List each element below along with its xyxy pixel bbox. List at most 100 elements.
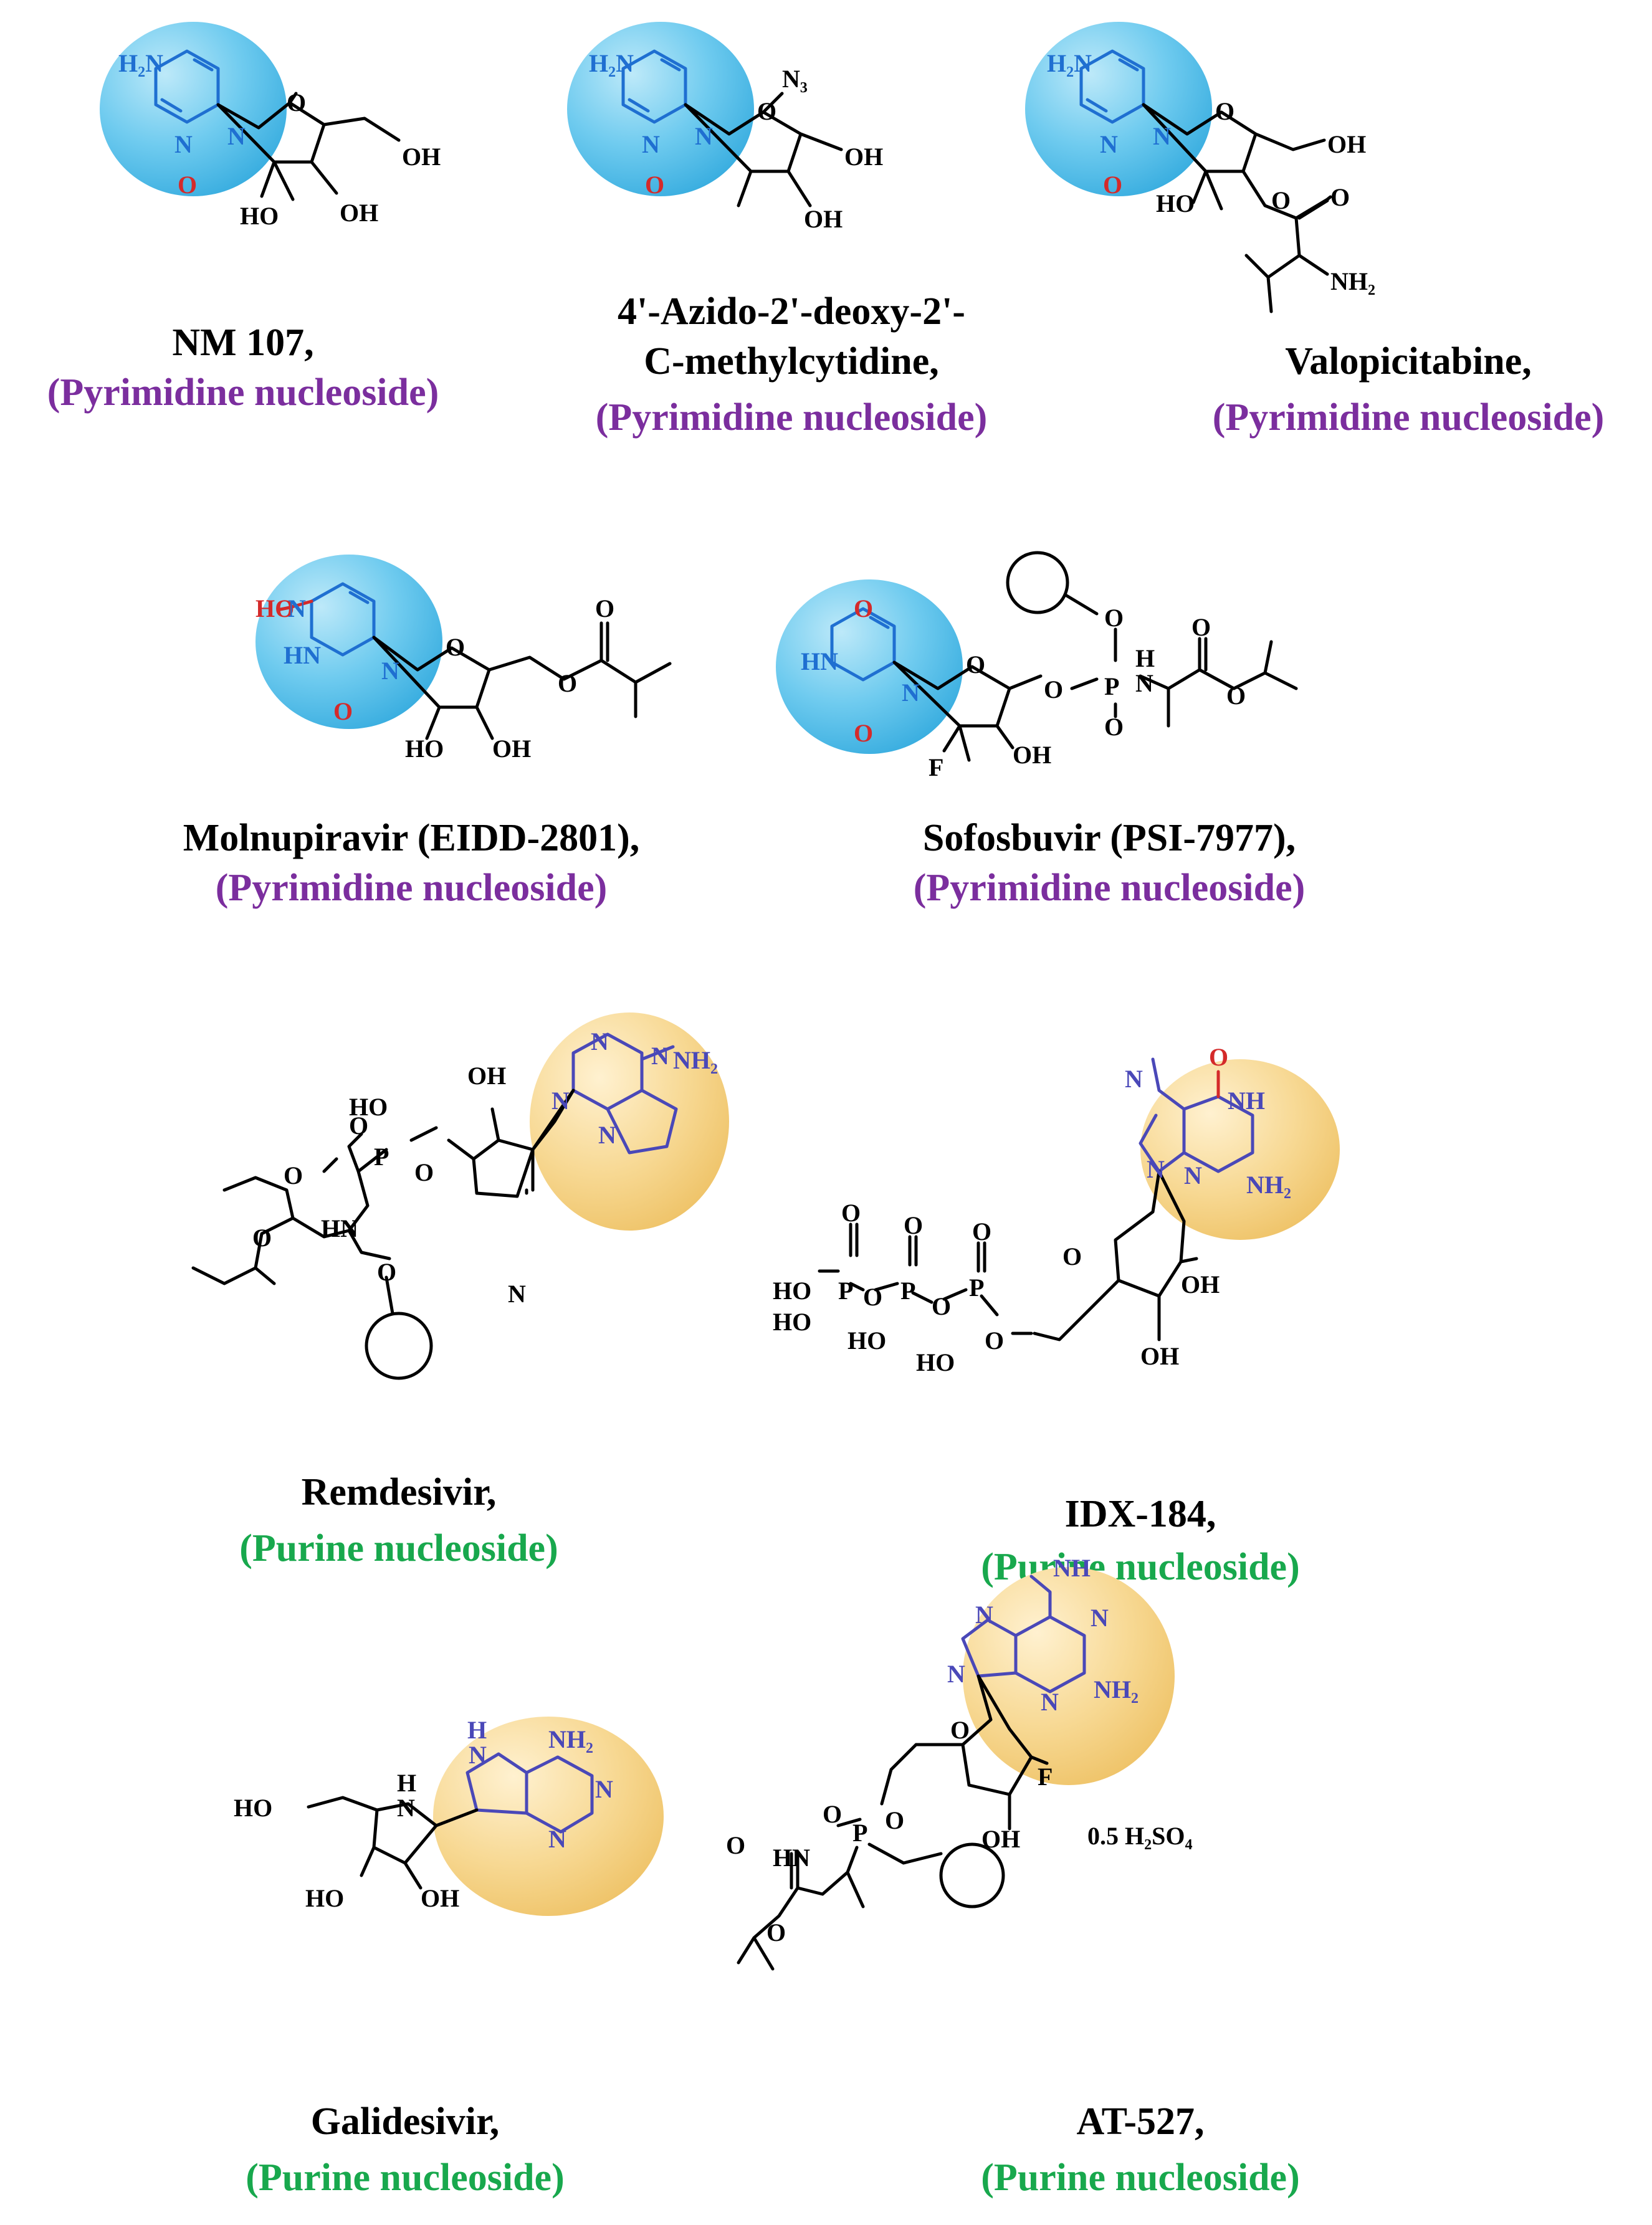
carbonyl-o-label: O — [726, 1831, 745, 1859]
compound-class-label: (Pyrimidine nucleoside) — [1213, 396, 1605, 439]
n-label: N — [1153, 122, 1171, 150]
hn-label: HN — [284, 641, 321, 669]
compound-valopicitabine: H₂N N N O O OH HO O O NH₂ Valopicitabine… — [1025, 22, 1604, 439]
oh-label: OH — [1181, 1270, 1220, 1298]
n-label: N — [695, 122, 713, 150]
ester-o-label: O — [558, 669, 577, 697]
purine-highlight — [433, 1717, 664, 1916]
compound-name: Galidesivir, — [311, 2100, 500, 2143]
oxo-label: O — [333, 697, 353, 725]
phosphorus-label: P — [374, 1143, 389, 1171]
hydroxy-label: HO — [255, 594, 294, 622]
compound-name: Valopicitabine, — [1285, 340, 1532, 383]
amine-label: H₂N — [118, 49, 163, 77]
oh-label: OH — [1013, 741, 1051, 769]
n-label: N — [947, 1660, 965, 1688]
phosphoryl-o-label: O — [349, 1112, 368, 1140]
amine-label: H₂N — [1047, 49, 1092, 77]
n-label: N — [381, 657, 399, 685]
carbonyl-o-label: O — [1191, 613, 1211, 641]
compound-galidesivir: H N NH₂ N N H N HO HO OH Galidesivir, (P… — [234, 1716, 664, 2199]
ring-o-label: O — [446, 633, 465, 661]
n-label: N — [902, 679, 920, 707]
n-label: N — [1041, 1688, 1059, 1716]
oh-label: OH — [1140, 1342, 1179, 1370]
n-label: N — [975, 1601, 993, 1629]
amine-label: NH₂ — [673, 1046, 718, 1074]
hn-label: HN — [801, 647, 838, 675]
compound-name-line: C-methylcytidine, — [644, 340, 939, 383]
compound-remdesivir: N N N N NH₂ HO OH N O P O O HN O O Remde… — [191, 1012, 729, 1570]
hn-label: HN — [321, 1214, 358, 1242]
ring-o-label: O — [950, 1716, 970, 1744]
aryloxy-o-label: O — [1104, 604, 1124, 632]
oxo-label: O — [1103, 171, 1122, 199]
pyrimidine-highlight — [100, 22, 287, 196]
n-label: N — [227, 122, 246, 150]
ho-label: HO — [305, 1884, 344, 1912]
phosphoryl-o-label: O — [972, 1217, 991, 1246]
n-label: N — [598, 1121, 616, 1149]
amine-label: NH₂ — [548, 1725, 593, 1753]
nh-h-label: H — [1135, 644, 1155, 672]
compound-molnupiravir: HO N HN N O O O O HO OH Molnupiravir (EI… — [183, 555, 672, 909]
ring-o-label: O — [757, 97, 776, 125]
nh-label: NH — [1053, 1554, 1091, 1582]
pyrrolidine-n-label: N — [397, 1794, 415, 1822]
compound-class-label: (Purine nucleoside) — [981, 2156, 1299, 2199]
bridge-o-label: O — [932, 1292, 951, 1320]
phosphoryl-o-label: O — [904, 1211, 923, 1239]
oh-label: OH — [981, 1825, 1020, 1853]
compound-class-label: (Purine nucleoside) — [239, 1527, 558, 1570]
compound-name: Molnupiravir (EIDD-2801), — [183, 817, 640, 859]
ester-o-label: O — [766, 1918, 786, 1946]
carbonyl-o-label: O — [595, 594, 614, 622]
oxime-n-label: N — [288, 594, 306, 622]
oh-label: OH — [1327, 130, 1366, 158]
amine-label: H₂N — [589, 49, 634, 77]
oh-label: OH — [844, 143, 883, 171]
ho-label: HO — [234, 1794, 272, 1822]
oh-label: OH — [492, 735, 531, 763]
ho-label: HO — [847, 1327, 886, 1355]
pyrrolidine-h-label: H — [397, 1769, 416, 1797]
ho-label: HO — [405, 735, 444, 763]
aryloxy-o-label: O — [377, 1258, 396, 1286]
n-label: N — [651, 1042, 669, 1070]
carbonyl-o-label: O — [1330, 183, 1350, 211]
ho-label: HO — [1156, 189, 1195, 217]
oxo-label: O — [854, 719, 873, 747]
fluoro-label: F — [929, 753, 943, 781]
compound-class-label: (Pyrimidine nucleoside) — [47, 371, 439, 414]
phosphate-o-label: O — [1044, 675, 1063, 703]
n-label: N — [1091, 1604, 1109, 1632]
phosphorus-label: P — [969, 1274, 984, 1302]
compound-class-label: (Purine nucleoside) — [246, 2156, 564, 2199]
compound-name: IDX-184, — [1065, 1493, 1216, 1535]
pyrimidine-highlight — [776, 579, 963, 754]
ring-o-label: O — [966, 650, 985, 679]
amine-label: NH₂ — [1246, 1171, 1291, 1199]
salt-label: 0.5 H₂SO₄ — [1087, 1822, 1192, 1850]
oxo-label: O — [854, 594, 873, 622]
ester-o-label: O — [1271, 186, 1291, 214]
oxo-label: O — [178, 171, 197, 199]
carbonyl-o-label: O — [284, 1161, 303, 1189]
oh-label: OH — [421, 1884, 459, 1912]
n-label: N — [591, 1027, 609, 1055]
phosphorus-label: P — [838, 1277, 853, 1305]
compound-idx184: O N NH N N NH₂ O OH OH HO P O HO O P O H… — [773, 1043, 1340, 1588]
compound-azido-methylcytidine: H₂N N N O O N₃ OH OH 4'-Azido-2'-deoxy-2… — [567, 22, 987, 439]
oh-label: OH — [402, 143, 441, 171]
hn-label: HN — [773, 1844, 810, 1872]
oxo-label: O — [645, 171, 664, 199]
nitrile-n-label: N — [508, 1280, 526, 1308]
n-label: N — [469, 1741, 487, 1769]
phosphate-o-label: O — [414, 1158, 434, 1186]
ester-o-label: O — [252, 1224, 272, 1252]
n-label: N — [595, 1775, 613, 1803]
phosphoryl-o-label: O — [823, 1800, 842, 1828]
n-label: N — [1184, 1161, 1202, 1189]
ring-o-label: O — [287, 88, 306, 117]
